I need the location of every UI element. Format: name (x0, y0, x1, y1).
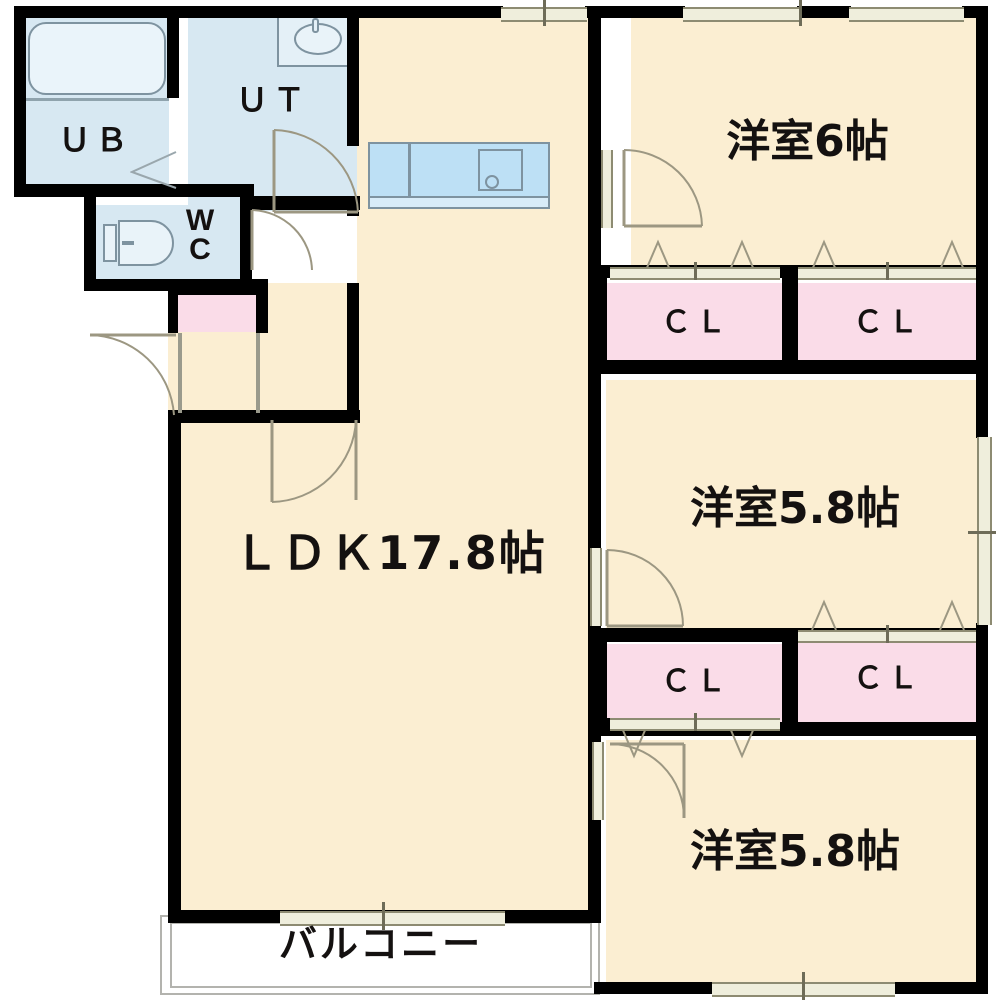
wall-right-outer-top (976, 6, 988, 438)
closet-mid-right-fold-indicator (811, 599, 965, 631)
wall-top-right-b (585, 6, 685, 18)
unit-bath-label: ＵＢ (58, 122, 133, 158)
closet-top-left-floor (606, 283, 786, 367)
closet-top-left-label: ＣＬ (661, 306, 731, 339)
wall-wc-right (240, 196, 252, 291)
wall-closet-top-bottom (594, 360, 988, 374)
entrance-door-jamb-b (256, 333, 260, 413)
entrance-door-jamb-a (178, 333, 182, 413)
room6-floor (631, 15, 984, 273)
window-balcony-top-tick (382, 902, 385, 930)
window-room58bottom-tick (802, 972, 805, 1000)
wall-bottom-right-b (893, 982, 988, 994)
balcony-label: バルコニー (278, 922, 484, 966)
wall-closet-mid-divider (782, 628, 798, 732)
closet-top-right-door-tick (886, 262, 889, 280)
door-ldk-hall (270, 419, 358, 503)
wall-shoe-right (256, 283, 268, 333)
door-room6 (622, 149, 703, 228)
closet-mid-left-fold-indicator (621, 727, 755, 759)
closet-top-right-floor (796, 283, 980, 367)
wall-entrance-right (347, 283, 359, 423)
kitchen-sink-drain (485, 175, 499, 189)
closet-top-right-label: ＣＬ (853, 306, 923, 339)
closet-mid-left-floor (606, 644, 786, 726)
wall-closet-top-left-edge (594, 265, 607, 373)
closet-mid-left-label: ＣＬ (661, 665, 731, 698)
wall-top-left (14, 6, 359, 18)
washbasin-faucet (312, 18, 319, 33)
wall-top-right-a (359, 6, 503, 18)
closet-mid-right-floor (796, 637, 980, 726)
wall-closet-mid-left-edge (594, 628, 607, 732)
closet-top-left-fold-indicator (645, 239, 755, 271)
wc-label: W C (170, 204, 230, 266)
window-balcony-top (280, 911, 505, 926)
utility-label: ＵＴ (235, 82, 310, 118)
wall-right-outer-mid (976, 623, 988, 994)
wall-wc-left (84, 196, 96, 291)
wall-ub-bottom (14, 184, 254, 197)
wall-ut-right (347, 6, 359, 146)
wall-shoe-left (168, 283, 178, 333)
closet-top-right-fold-indicator (811, 239, 965, 271)
wall-top-right-c (797, 6, 851, 18)
door-unit-bath (130, 151, 177, 189)
window-ldk-top-tick (543, 0, 546, 26)
door-room58mid-jamb (590, 548, 602, 626)
room58mid-label: 洋室5.8帖 (690, 483, 900, 534)
ldk-floor (357, 15, 600, 415)
wall-left-ub (14, 6, 26, 196)
toilet-tank (103, 224, 117, 262)
closet-top-left-door-tick (694, 262, 697, 280)
room6-label: 洋室6帖 (726, 116, 889, 167)
wall-ut-bottom-left (242, 196, 360, 210)
closet-mid-right-label: ＣＬ (853, 662, 923, 695)
shoe-cabinet (176, 292, 262, 332)
room58bottom-floor (606, 740, 984, 985)
window-room6-top-tick (799, 0, 802, 26)
door-utility (272, 129, 359, 214)
window-room6-top (683, 7, 799, 22)
room58bottom-label: 洋室5.8帖 (690, 826, 900, 877)
window-room58mid-right-tick (968, 531, 996, 534)
wc-label-line1: W (185, 204, 215, 237)
kitchen-counter-front (368, 196, 550, 209)
door-room58mid (605, 549, 684, 628)
door-room58bottom (609, 742, 686, 819)
wall-closet-top-mid-divider (782, 265, 798, 373)
door-wc (250, 209, 313, 271)
toilet-seat-line (122, 241, 134, 245)
door-room6-jamb (601, 150, 613, 228)
wall-ldk-top-left-notch (347, 6, 359, 16)
wall-ldk-left (168, 410, 181, 922)
wall-bottom-right-a (594, 982, 714, 994)
ldk-label: ＬＤＫ17.8帖 (233, 526, 547, 580)
closet-mid-right-door-tick (886, 625, 889, 643)
wc-label-line2: C (189, 232, 211, 266)
bath-divider-line (22, 98, 169, 101)
door-entrance (89, 333, 176, 416)
wall-entrance-bottom (168, 410, 360, 423)
kitchen-counter-split (408, 142, 411, 198)
balcony-floor (160, 915, 600, 995)
closet-mid-left-door-tick (694, 713, 697, 731)
door-room58bottom-jamb (592, 742, 604, 820)
bathtub-fixture (28, 22, 166, 95)
room58mid-floor (606, 380, 984, 630)
ldk-floor-lower (180, 415, 600, 915)
wall-entrance-top (168, 283, 262, 295)
window-room6-top-b (849, 7, 964, 22)
wall-ub-ut-divider (167, 6, 179, 98)
